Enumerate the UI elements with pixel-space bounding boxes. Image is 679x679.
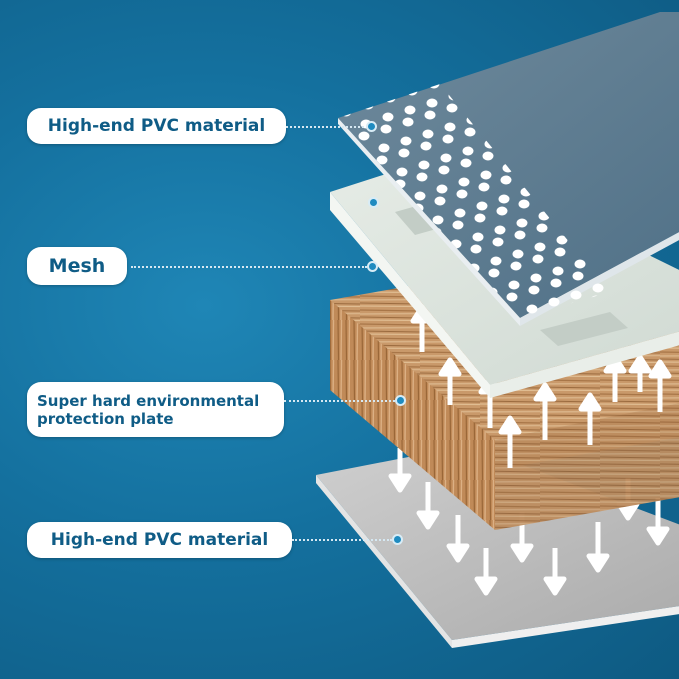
perforation-hole (429, 80, 440, 89)
connector-dot-mesh (367, 261, 378, 272)
perforation-hole (537, 224, 548, 233)
perforation-hole (517, 219, 528, 228)
perforation-hole (341, 108, 352, 117)
perforation-hole (475, 214, 486, 223)
perforation-hole (551, 279, 562, 288)
perforation-hole (463, 147, 474, 156)
perforation-hole (443, 135, 454, 144)
perforation-hole (529, 286, 540, 295)
perforation-hole (499, 195, 510, 204)
perforation-hole (477, 202, 488, 211)
perforation-hole (423, 130, 434, 139)
connector-line-plate (284, 400, 395, 402)
perforation-hole (399, 149, 410, 158)
perforation-hole (471, 245, 482, 254)
perforation-hole (479, 183, 490, 192)
perforation-hole (535, 243, 546, 252)
perforation-hole (363, 101, 374, 110)
perforation-hole (421, 142, 432, 151)
perforation-hole (401, 137, 412, 146)
perforation-hole (497, 207, 508, 216)
perforation-hole (513, 250, 524, 259)
perforation-hole (507, 293, 518, 302)
perforation-hole (457, 190, 468, 199)
connector-dot-top-pvc (366, 121, 377, 132)
perforation-hole (379, 144, 390, 153)
label-mesh: Mesh (27, 247, 127, 285)
label-bottom-pvc: High-end PVC material (27, 522, 292, 558)
perforation-hole (447, 104, 458, 113)
perforation-hole (417, 173, 428, 182)
perforation-hole (383, 113, 394, 122)
connector-line-mesh (131, 266, 367, 268)
perforation-hole (359, 132, 370, 141)
perforation-hole (445, 123, 456, 132)
perforation-hole (403, 118, 414, 127)
perforation-hole (493, 238, 504, 247)
perforation-hole (397, 168, 408, 177)
perforation-hole (549, 298, 560, 307)
perforation-hole (419, 161, 430, 170)
connector-dot-bottom-pvc (392, 534, 403, 545)
perforation-hole (527, 305, 538, 314)
perforation-hole (405, 106, 416, 115)
label-protection-plate: Super hard environmental protection plat… (27, 382, 284, 437)
perforation-hole (425, 111, 436, 120)
connector-line-bottom-pvc (292, 539, 392, 541)
perforation-hole (441, 154, 452, 163)
perforation-hole (427, 99, 438, 108)
perforation-hole (439, 166, 450, 175)
connector-dot-plate (395, 395, 406, 406)
perforation-hole (555, 248, 566, 257)
perforation-hole (575, 260, 586, 269)
perforation-hole (465, 128, 476, 137)
perforation-hole (453, 221, 464, 230)
connector-dot-mesh-board (368, 197, 379, 208)
perforation-hole (519, 200, 530, 209)
perforation-hole (571, 291, 582, 300)
perforation-hole (461, 159, 472, 168)
perforation-hole (511, 262, 522, 271)
perforation-hole (435, 197, 446, 206)
perforation-hole (385, 94, 396, 103)
perforation-hole (573, 272, 584, 281)
perforation-hole (415, 192, 426, 201)
perforation-hole (437, 185, 448, 194)
label-top-pvc: High-end PVC material (27, 108, 286, 144)
perforation-hole (473, 233, 484, 242)
perforation-hole (491, 257, 502, 266)
perforation-hole (489, 269, 500, 278)
perforation-hole (455, 209, 466, 218)
perforation-hole (495, 226, 506, 235)
perforation-hole (593, 284, 604, 293)
perforation-hole (433, 216, 444, 225)
perforation-hole (509, 281, 520, 290)
perforation-hole (553, 267, 564, 276)
perforation-hole (533, 255, 544, 264)
perforation-hole (515, 231, 526, 240)
perforation-hole (381, 125, 392, 134)
perforation-hole (407, 87, 418, 96)
perforation-hole (501, 176, 512, 185)
perforation-hole (459, 178, 470, 187)
perforation-hole (481, 171, 492, 180)
connector-line-top-pvc (286, 126, 368, 128)
perforation-hole (483, 152, 494, 161)
perforation-hole (531, 274, 542, 283)
